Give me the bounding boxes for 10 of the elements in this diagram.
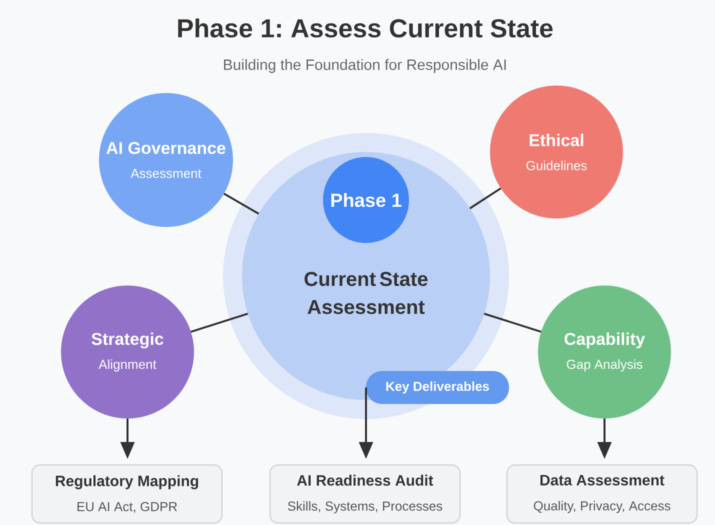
connector-line: [190, 312, 248, 333]
label-pill: Key Deliverables: [366, 371, 509, 404]
connector-line: [223, 192, 260, 215]
connector-line: [469, 187, 502, 210]
title: Phase 1: Assess Current State: [178, 18, 553, 38]
deliverable-box: Data Assessment Quality, Privacy, Access: [506, 464, 698, 524]
deliverable-box: AI Readiness Audit Skills, Systems, Processes: [269, 464, 461, 524]
subtitle: Building the Foundation for Responsible AI: [224, 59, 506, 73]
deliverable-box: Regulatory Mapping EU AI Act, GDPR: [31, 464, 223, 524]
connector-line: [484, 312, 542, 333]
